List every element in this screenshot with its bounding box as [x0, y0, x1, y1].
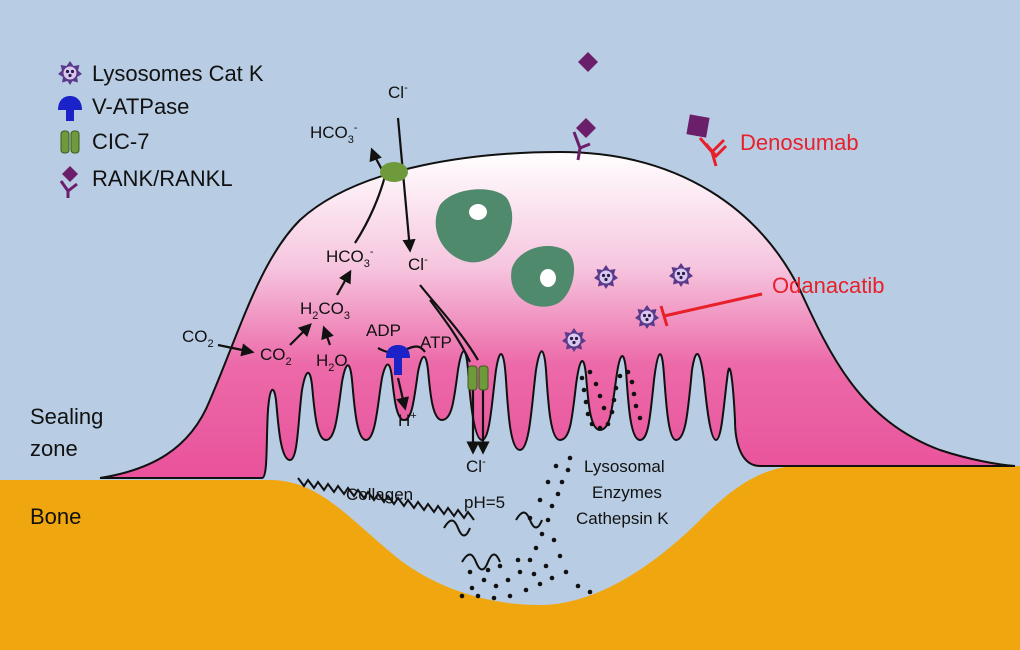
nucleus	[435, 189, 513, 263]
atp-label: ATP	[420, 333, 452, 352]
sealing-zone-label: zone	[30, 436, 78, 461]
odanacatib-label: Odanacatib	[772, 273, 885, 298]
chloride-label: Cl-	[466, 456, 486, 476]
rank-denosumab-icon	[686, 114, 728, 167]
collagen-fiber	[443, 519, 471, 537]
enzymes-label: Lysosomal	[584, 457, 665, 476]
nucleus	[511, 246, 575, 307]
water-label: H2O	[316, 351, 348, 374]
enzymes-label: Cathepsin K	[576, 509, 669, 528]
ph-label: pH=5	[464, 493, 505, 512]
enzyme-dots	[459, 455, 593, 601]
collagen-label: Collagen	[346, 485, 413, 504]
enzymes-label: Enzymes	[592, 483, 662, 502]
chloride-label: Cl-	[388, 82, 408, 102]
vatpase-icon	[58, 96, 82, 121]
rank-rankl-icon	[59, 166, 78, 198]
co2-label: CO2	[260, 345, 292, 368]
collagen-fiber	[515, 511, 543, 529]
clc7-channel	[467, 365, 489, 391]
co2-label: CO2	[182, 327, 214, 350]
rank-receptor-icon	[572, 118, 596, 161]
collagen-fiber	[297, 477, 475, 521]
clc7-icon	[60, 130, 80, 154]
legend-vatpase: V-ATPase	[92, 94, 189, 119]
legend-clc7: CIC-7	[92, 129, 149, 154]
bicarbonate-label: HCO3-	[326, 246, 374, 270]
legend-lysosomes: Lysosomes Cat K	[92, 61, 264, 86]
adp-label: ADP	[366, 321, 401, 340]
denosumab-label: Denosumab	[740, 130, 859, 155]
bone-surface	[0, 466, 1020, 650]
legend: Lysosomes Cat K V-ATPase CIC-7 RANK/RANK…	[58, 61, 264, 198]
bone-label: Bone	[30, 504, 81, 529]
carbonic-acid-label: H2CO3	[300, 299, 350, 322]
osteoclast-cell	[99, 150, 1016, 479]
proton-label: H+	[398, 410, 417, 430]
vatpase-icon	[386, 345, 410, 375]
lysosomal-vesicle-dots	[579, 369, 643, 431]
bicarbonate-exchanger	[380, 162, 408, 182]
transport-arrows	[217, 117, 490, 455]
bicarbonate-label: HCO3-	[310, 122, 358, 146]
legend-rank: RANK/RANKL	[92, 166, 233, 191]
collagen-fiber	[461, 553, 501, 571]
sealing-zone-label: Sealing	[30, 404, 103, 429]
chloride-label: Cl-	[408, 254, 428, 274]
odanacatib-inhibitor-line	[659, 292, 763, 327]
